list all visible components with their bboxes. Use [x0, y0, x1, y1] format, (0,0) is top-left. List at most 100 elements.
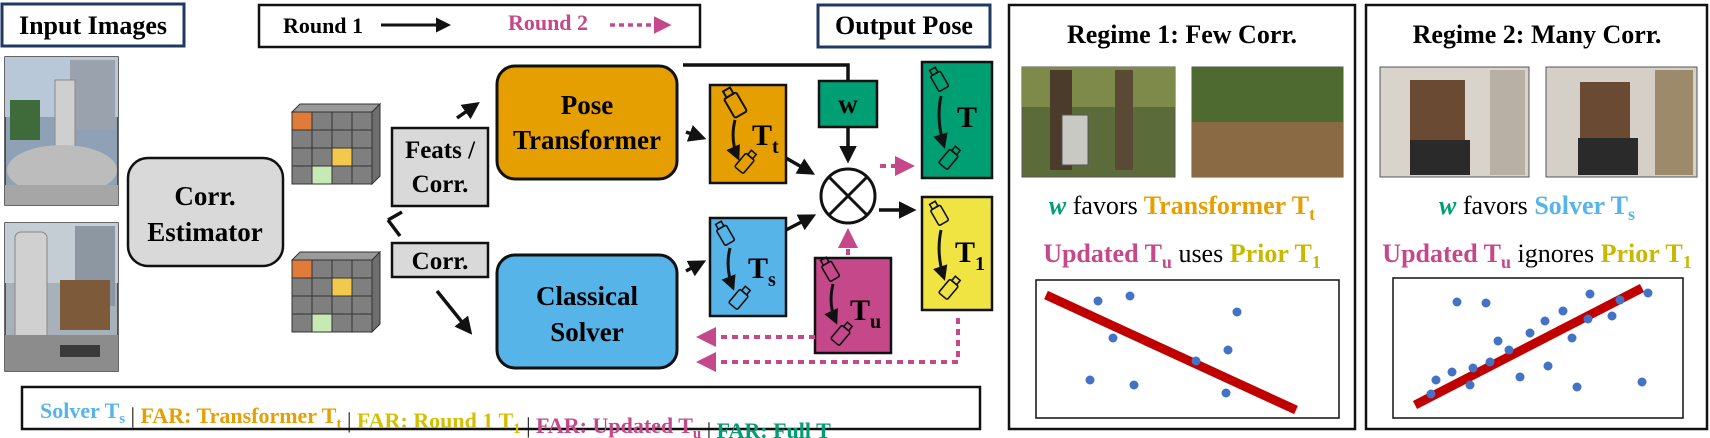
regime1-fit-line	[1044, 290, 1298, 415]
legend-item: FAR: Updated T	[536, 413, 693, 438]
svg-text:Corr.: Corr.	[412, 171, 469, 198]
correlation-cell	[311, 165, 333, 185]
input-image-1	[4, 56, 119, 206]
correlation-cell	[291, 259, 313, 279]
regime2-line2: Updated Tu ignores Prior T1	[1382, 239, 1691, 274]
correlation-cell	[311, 259, 333, 279]
corr-estimator-box: Corr. Estimator	[126, 156, 285, 268]
pose-transformer-box: Pose Transformer	[495, 64, 679, 181]
regime2-points	[1426, 288, 1653, 399]
pose-node-ts: Ts	[708, 216, 788, 318]
correlation-cell	[311, 129, 333, 149]
regime2-image-1	[1379, 66, 1530, 178]
feats-corr-box: Feats / Corr.	[390, 126, 490, 208]
correlation-cell	[351, 277, 373, 297]
regime2-line1: w favors Solver Ts	[1439, 191, 1635, 224]
legend-item: FAR: Round 1 T	[357, 408, 514, 433]
regime1-line1: w favors Transformer Tt	[1049, 191, 1315, 224]
correlation-cell	[351, 165, 373, 185]
regime1-points	[1085, 291, 1242, 398]
correlation-volume-top	[290, 102, 382, 186]
legend-separator: |	[521, 413, 536, 438]
correlation-cell	[331, 295, 353, 315]
regime2-title: Regime 2: Many Corr.	[1413, 20, 1662, 49]
svg-text:T: T	[957, 101, 977, 134]
correlation-cell	[311, 295, 333, 315]
legend-separator: |	[341, 408, 356, 433]
svg-text:Ts: Ts	[748, 252, 776, 291]
svg-text:Corr.: Corr.	[174, 181, 235, 211]
classical-solver-box: Classical Solver	[495, 253, 679, 370]
correlation-cell	[331, 313, 353, 333]
legend-item: FAR: Transformer T	[141, 403, 337, 428]
regime2-fit-line	[1412, 284, 1645, 409]
pose-node-full-t: T	[920, 60, 994, 180]
correlation-cell	[351, 111, 373, 131]
correlation-cell	[331, 259, 353, 279]
svg-text:Classical: Classical	[536, 281, 639, 311]
correlation-cell	[331, 111, 353, 131]
svg-text:Transformer: Transformer	[513, 125, 661, 155]
regime1-image-1	[1021, 66, 1176, 178]
svg-text:Input Images: Input Images	[19, 11, 167, 40]
pose-node-tu: Tu	[813, 255, 893, 355]
regime1-panel: Regime 1: Few Corr. w favors Transformer…	[1007, 3, 1357, 431]
correlation-cell	[291, 295, 313, 315]
correlation-cell	[311, 111, 333, 131]
regime2-panel: Regime 2: Many Corr. w favors Solver Ts …	[1364, 3, 1709, 431]
legend-item: FAR: Full T	[717, 418, 831, 438]
correlation-cell	[351, 129, 373, 149]
regime1-line2: Updated Tu uses Prior T1	[1043, 239, 1321, 274]
correlation-cell	[291, 129, 313, 149]
correlation-cell	[351, 147, 373, 167]
correlation-cell	[291, 313, 313, 333]
svg-text:Solver Ts | FAR: Transformer T: Solver Ts | FAR: Transformer Tt | FAR: R…	[40, 398, 831, 438]
correlation-cell	[351, 295, 373, 315]
legend-separator: |	[125, 403, 140, 428]
correlation-cell	[351, 259, 373, 279]
pose-node-tt: Tt	[708, 83, 788, 185]
correlation-cell	[331, 165, 353, 185]
input-image-2	[4, 222, 119, 372]
svg-text:Feats /: Feats /	[405, 137, 476, 164]
svg-text:Output Pose: Output Pose	[835, 11, 973, 40]
svg-text:w: w	[838, 89, 858, 119]
flow-arrows	[683, 63, 917, 277]
svg-text:Pose: Pose	[561, 90, 614, 120]
pose-node-t1: T1	[920, 195, 994, 312]
correlation-cell	[291, 147, 313, 167]
color-legend: Solver Ts | FAR: Transformer Tt | FAR: R…	[20, 385, 982, 438]
svg-text:Solver: Solver	[550, 317, 624, 347]
combine-operator-icon	[819, 167, 877, 225]
weight-node-w: w	[817, 79, 879, 129]
round2-arrows	[696, 156, 960, 372]
round-legend: Round 1 Round 2	[257, 3, 702, 49]
regime2-scatter-plot	[1392, 277, 1684, 419]
svg-text:Estimator: Estimator	[147, 217, 262, 247]
correlation-cell	[311, 313, 333, 333]
round2-label: Round 2	[508, 10, 588, 35]
svg-text:Tt: Tt	[752, 119, 779, 158]
correlation-cell	[311, 277, 333, 297]
round1-label: Round 1	[283, 13, 363, 38]
correlation-cell	[291, 165, 313, 185]
svg-text:Tu: Tu	[850, 294, 881, 333]
correlation-cell	[331, 277, 353, 297]
regime1-scatter-plot	[1035, 279, 1340, 419]
output-pose-label: Output Pose	[816, 3, 992, 49]
svg-text:T1: T1	[955, 236, 985, 275]
legend-item: Solver T	[40, 398, 120, 423]
regime2-image-2	[1545, 66, 1698, 178]
correlation-volume-bottom	[290, 250, 382, 334]
svg-text:Corr.: Corr.	[412, 248, 469, 275]
correlation-cell	[331, 129, 353, 149]
regime1-title: Regime 1: Few Corr.	[1067, 20, 1297, 49]
branch-arrows	[386, 101, 480, 335]
regime1-image-2	[1191, 66, 1344, 178]
correlation-cell	[311, 147, 333, 167]
corr-box: Corr.	[390, 241, 490, 279]
correlation-cell	[351, 313, 373, 333]
correlation-cell	[331, 147, 353, 167]
legend-separator: |	[701, 418, 716, 438]
